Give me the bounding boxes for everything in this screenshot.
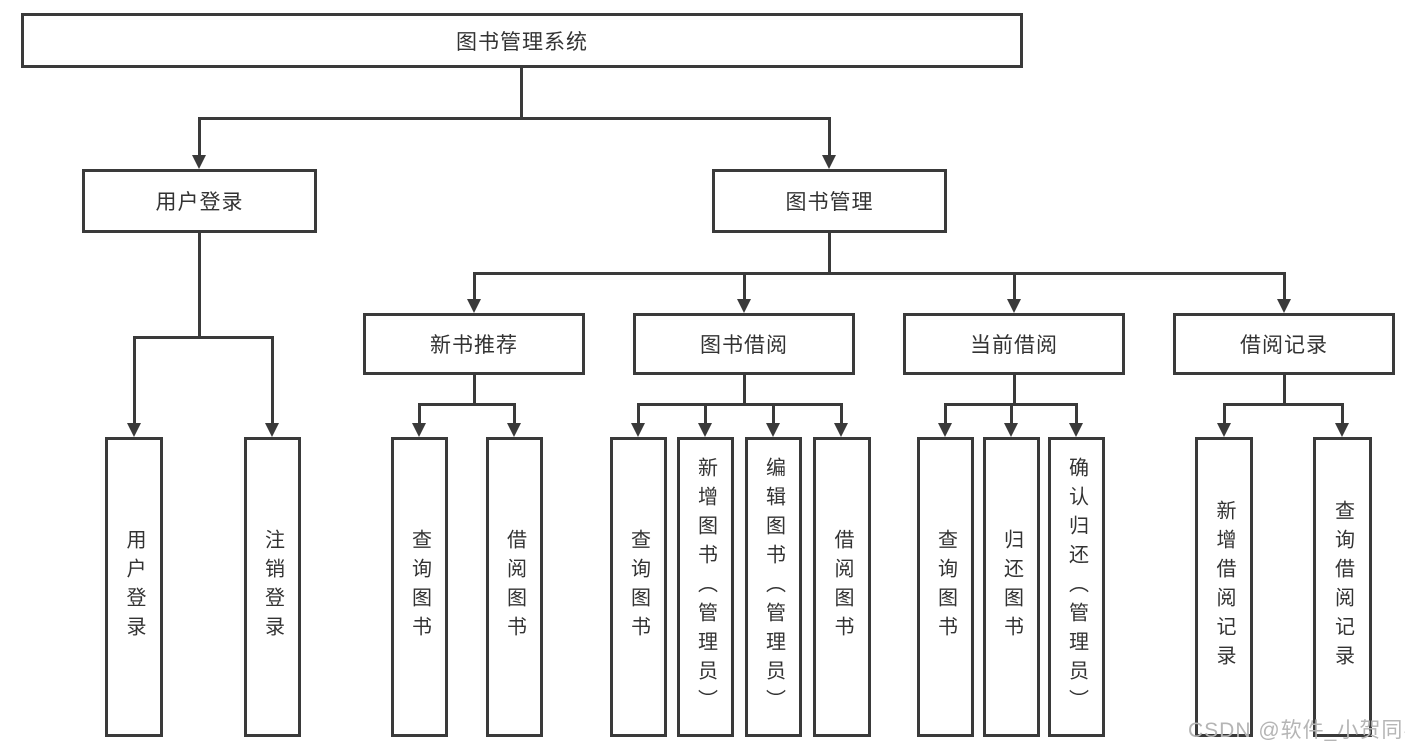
leaf-user-login: 用户登录 [105,437,163,737]
arrowhead-down-icon [1007,299,1021,313]
connector-line [1283,373,1286,403]
leaf-label: 用户登录 [123,529,145,645]
leaf-label: 查询借阅记录 [1331,500,1354,674]
connector-line [1075,403,1078,424]
connector-line [418,403,516,406]
leaf-label: 查询图书 [408,529,431,645]
leaf-borrow-books: 借阅图书 [813,437,871,737]
node-label: 当前借阅 [970,334,1058,357]
connector-line [473,272,1286,275]
arrowhead-down-icon [822,155,836,169]
connector-line [1013,272,1016,300]
leaf-label: 编辑图书（管理员） [762,456,785,718]
connector-line [1223,403,1226,424]
connector-line [271,336,274,424]
connector-line [637,403,640,424]
leaf-query-books-recommend: 查询图书 [391,437,448,737]
connector-line [198,117,831,120]
arrowhead-down-icon [631,423,645,437]
connector-line [840,403,843,424]
connector-line [743,373,746,403]
leaf-logout: 注销登录 [244,437,301,737]
leaf-return-books: 归还图书 [983,437,1040,737]
csdn-watermark: CSDN @软件_小贺同学 [1188,719,1405,742]
connector-line [772,403,775,424]
leaf-edit-books-admin: 编辑图书（管理员） [745,437,802,737]
arrowhead-down-icon [1069,423,1083,437]
arrowhead-down-icon [127,423,141,437]
arrowhead-down-icon [938,423,952,437]
arrowhead-down-icon [1004,423,1018,437]
leaf-label: 借阅图书 [831,529,853,645]
node-label: 图书管理 [785,191,874,214]
leaf-label: 新增借阅记录 [1213,500,1235,674]
node-label: 图书借阅 [700,334,788,357]
connector-line [520,68,523,117]
arrowhead-down-icon [507,423,521,437]
connector-line [198,117,201,157]
connector-line [944,403,947,424]
leaf-label: 新增图书（管理员） [694,456,717,718]
connector-line [828,231,831,272]
leaf-borrow-books-recommend: 借阅图书 [486,437,543,737]
connector-line [1010,403,1013,424]
arrowhead-down-icon [834,423,848,437]
leaf-label: 查询图书 [627,529,650,645]
connector-line [1223,403,1344,406]
leaf-label: 借阅图书 [503,529,526,645]
arrowhead-down-icon [1277,299,1291,313]
arrowhead-down-icon [1335,423,1349,437]
node-current-borrowing: 当前借阅 [903,313,1125,375]
leaf-query-books-current: 查询图书 [917,437,974,737]
connector-line [513,403,516,424]
connector-line [473,373,476,403]
connector-line [743,272,746,300]
connector-line [473,272,476,300]
arrowhead-down-icon [766,423,780,437]
leaf-label: 注销登录 [261,529,284,645]
node-label: 借阅记录 [1240,334,1328,357]
arrowhead-down-icon [698,423,712,437]
leaf-add-books-admin: 新增图书（管理员） [677,437,734,737]
leaf-label: 查询图书 [934,529,957,645]
connector-line [133,336,274,339]
node-label: 新书推荐 [430,334,518,357]
leaf-label: 确认归还（管理员） [1065,456,1088,718]
node-book-borrowing: 图书借阅 [633,313,855,375]
node-borrowing-records: 借阅记录 [1173,313,1395,375]
node-library-management-system: 图书管理系统 [21,13,1023,68]
connector-line [1341,403,1344,424]
connector-line [1283,272,1286,300]
connector-line [133,336,136,424]
leaf-confirm-return-admin: 确认归还（管理员） [1048,437,1105,737]
arrowhead-down-icon [265,423,279,437]
connector-line [418,403,421,424]
arrowhead-down-icon [412,423,426,437]
node-new-book-recommend: 新书推荐 [363,313,585,375]
connector-line [704,403,707,424]
leaf-query-borrow-record: 查询借阅记录 [1313,437,1372,737]
node-book-management: 图书管理 [712,169,947,233]
arrowhead-down-icon [467,299,481,313]
leaf-query-books-borrow: 查询图书 [610,437,667,737]
node-label: 图书管理系统 [456,30,588,54]
connector-line [1013,373,1016,403]
arrowhead-down-icon [1217,423,1231,437]
node-user-login: 用户登录 [82,169,317,233]
leaf-add-borrow-record: 新增借阅记录 [1195,437,1253,737]
leaf-label: 归还图书 [1000,529,1023,645]
connector-line [637,403,843,406]
arrowhead-down-icon [192,155,206,169]
connector-line [828,117,831,157]
connector-line [198,231,201,336]
node-label: 用户登录 [155,191,244,214]
arrowhead-down-icon [737,299,751,313]
